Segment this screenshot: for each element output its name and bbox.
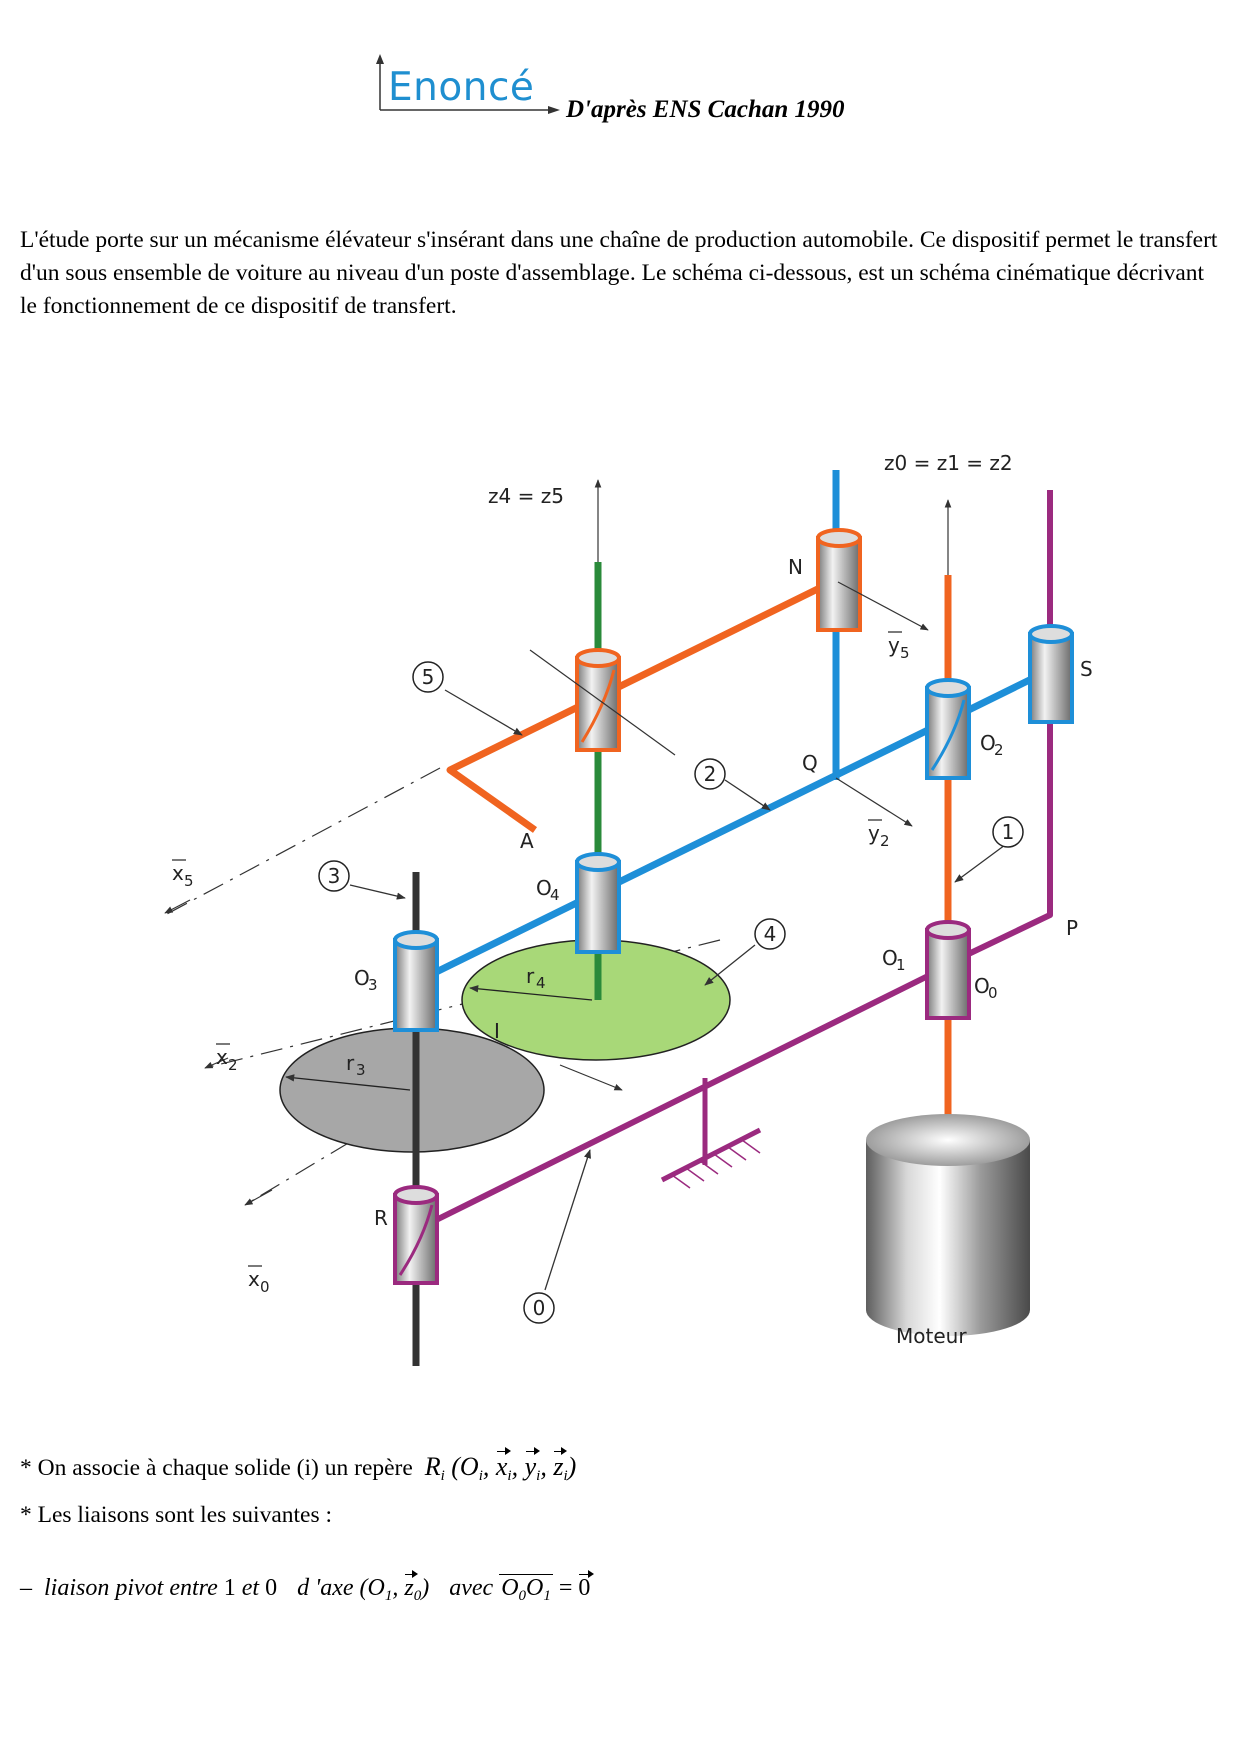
svg-text:1: 1 bbox=[1002, 820, 1015, 844]
logo-text: Enoncé bbox=[388, 65, 535, 110]
svg-text:5: 5 bbox=[184, 872, 194, 890]
cylinder-O2 bbox=[925, 678, 971, 780]
intro-paragraph: L'étude porte sur un mécanisme élévateur… bbox=[20, 227, 1218, 319]
solid-label-1 bbox=[992, 816, 1024, 848]
cylinder-R bbox=[393, 1185, 439, 1285]
svg-text:4: 4 bbox=[764, 922, 777, 946]
axis-z4-z5-label: z4 = z5 bbox=[488, 484, 564, 508]
vector-x2-label: x bbox=[216, 1045, 228, 1069]
label-A: A bbox=[520, 829, 534, 853]
solid-label-4 bbox=[754, 918, 786, 950]
svg-text:4: 4 bbox=[536, 974, 546, 992]
vector-x0-label: x bbox=[248, 1267, 260, 1291]
arm-5 bbox=[446, 574, 842, 833]
label-O2: O bbox=[980, 731, 996, 755]
svg-text:1: 1 bbox=[896, 956, 906, 974]
solid-label-2 bbox=[694, 758, 726, 790]
repere-formula: Ri (Oi, xi, yi, zi) bbox=[424, 1447, 577, 1484]
cylinder-S bbox=[1028, 624, 1074, 724]
svg-text:0: 0 bbox=[988, 984, 998, 1002]
svg-text:0: 0 bbox=[260, 1278, 270, 1296]
bullet-liaisons: * Les liaisons sont les suivantes : bbox=[20, 1502, 333, 1528]
svg-text:2: 2 bbox=[228, 1056, 238, 1074]
label-Q: Q bbox=[802, 751, 818, 775]
label-S: S bbox=[1080, 657, 1093, 681]
label-r4: r bbox=[526, 964, 535, 988]
enonce-logo: Enoncé bbox=[372, 52, 562, 122]
vector-x5-label: x bbox=[172, 861, 184, 885]
disc-3 bbox=[279, 1027, 545, 1153]
cylinder-O3 bbox=[393, 930, 439, 1032]
solid-label-0 bbox=[523, 1292, 555, 1324]
label-R: R bbox=[374, 1206, 388, 1230]
svg-text:3: 3 bbox=[368, 976, 378, 994]
ground-symbol bbox=[660, 1078, 762, 1183]
motor-label: Moteur bbox=[896, 1324, 967, 1348]
cylinder-O4 bbox=[575, 852, 621, 954]
svg-text:2: 2 bbox=[994, 741, 1004, 759]
label-O3: O bbox=[354, 966, 370, 990]
liaison-pivot-1-0: – liaison pivot entre 1 et 0 d 'axe (O1,… bbox=[20, 1570, 595, 1604]
solid-label-3 bbox=[318, 860, 350, 892]
svg-text:3: 3 bbox=[356, 1061, 366, 1079]
label-I: I bbox=[494, 1019, 500, 1043]
svg-text:5: 5 bbox=[900, 644, 910, 662]
label-O0: O bbox=[974, 974, 990, 998]
label-r3: r bbox=[346, 1051, 355, 1075]
svg-text:2: 2 bbox=[880, 832, 890, 850]
label-N: N bbox=[788, 555, 803, 579]
label-O1: O bbox=[882, 946, 898, 970]
solid-label-5 bbox=[412, 661, 444, 693]
svg-text:4: 4 bbox=[550, 886, 560, 904]
bullet-repere-text: * On associe à chaque solide (i) un repè… bbox=[20, 1455, 413, 1481]
cylinder-N bbox=[816, 528, 862, 632]
axis-arrows-icon bbox=[376, 54, 560, 114]
svg-text:2: 2 bbox=[704, 762, 717, 786]
svg-text:3: 3 bbox=[328, 864, 341, 888]
svg-text:5: 5 bbox=[422, 665, 435, 689]
bullet-repere: * On associe à chaque solide (i) un repè… bbox=[20, 1447, 577, 1491]
source-reference: D'après ENS Cachan 1990 bbox=[566, 96, 845, 123]
vector-y2-label: y bbox=[868, 821, 880, 845]
vector-y5-label: y bbox=[888, 633, 900, 657]
cylinder-5 bbox=[575, 648, 621, 752]
label-P: P bbox=[1066, 916, 1078, 940]
label-O4: O bbox=[536, 876, 552, 900]
kinematic-diagram: 5 2 3 1 4 0 N S Q A O O O O O P I R r r … bbox=[164, 451, 1093, 1366]
cylinder-O1 bbox=[925, 920, 971, 1020]
motor bbox=[866, 1114, 1030, 1336]
axis-z0-z1-z2-label: z0 = z1 = z2 bbox=[884, 451, 1013, 475]
svg-text:0: 0 bbox=[533, 1296, 546, 1320]
